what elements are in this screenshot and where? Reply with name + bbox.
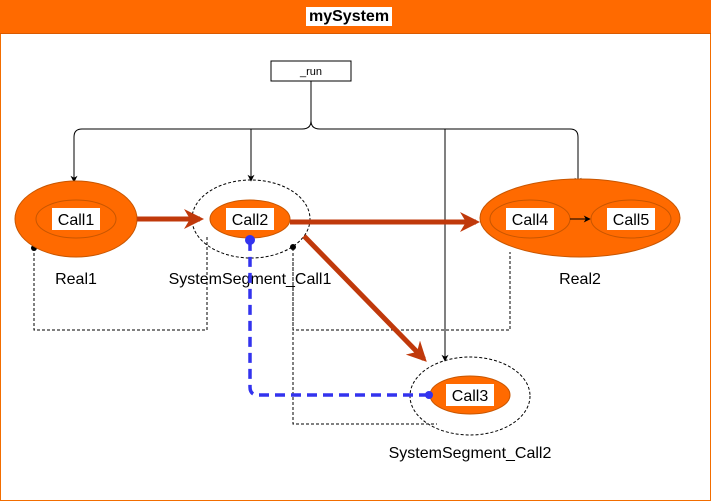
segment-call1-group[interactable]: Call2: [191, 179, 311, 259]
real1-group[interactable]: Call1: [14, 180, 138, 258]
real2-group[interactable]: Call4 Call5: [479, 178, 681, 258]
run-label: _run: [299, 66, 322, 78]
call2-label: Call2: [232, 212, 269, 229]
reset-target-dot: [425, 391, 433, 399]
call2-to-call3-edge: [302, 234, 427, 362]
call5-label: Call5: [613, 212, 650, 229]
real1-boundary: [33, 236, 208, 331]
segment-call2-label: SystemSegment_Call2: [389, 445, 552, 462]
run-fanout: [73, 81, 579, 360]
call3-to-call2-reset-edge: [248, 240, 429, 397]
segment-call2-group[interactable]: Call3: [409, 356, 531, 436]
reset-source-dot: [245, 235, 255, 245]
real1-label: Real1: [55, 271, 97, 288]
segment-call1-link: [292, 262, 437, 425]
real2-label: Real2: [559, 271, 601, 288]
run-node[interactable]: _run: [270, 60, 352, 82]
diagram-title: mySystem: [306, 7, 393, 26]
call4-label: Call4: [512, 212, 549, 229]
title-bar: mySystem: [0, 0, 711, 34]
call1-label: Call1: [58, 212, 95, 229]
call3-label: Call3: [452, 388, 489, 405]
